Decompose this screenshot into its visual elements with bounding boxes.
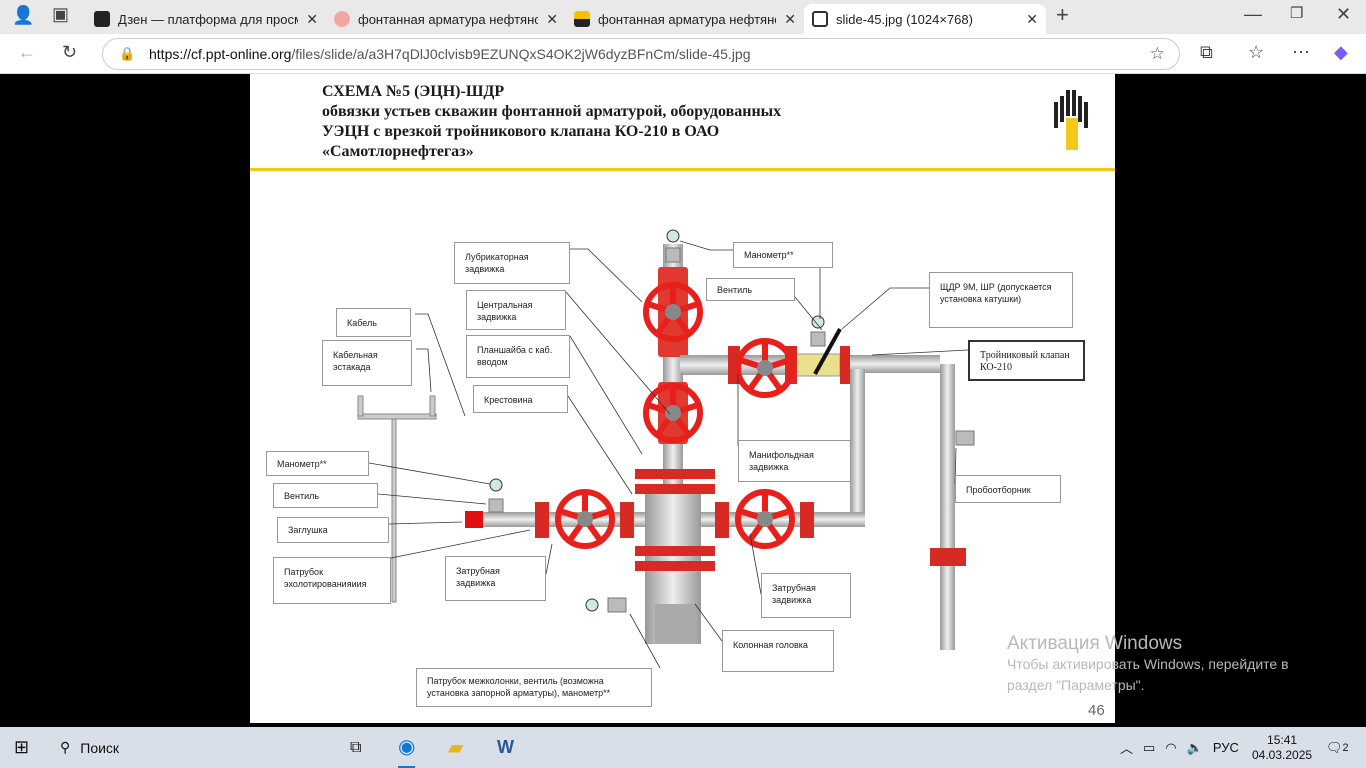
label-annular-valve-left: Затрубная задвижка	[445, 556, 546, 601]
close-icon[interactable]: ✕	[1026, 10, 1038, 27]
title-line: СХЕМА №5 (ЭЦН)-ШДР	[322, 83, 505, 100]
cable-rack	[357, 395, 437, 603]
gauge-icon	[585, 598, 599, 612]
slide-title: СХЕМА №5 (ЭЦН)-ШДР обвязки устьев скважи…	[322, 82, 781, 162]
url-path: /files/slide/a/a3H7qDlJ0clvisb9EZUNQxS4O…	[291, 46, 751, 62]
lower-flange	[930, 548, 966, 566]
tab-yandex[interactable]: фонтанная арматура нефтяной ✕	[326, 4, 566, 34]
notifications-button[interactable]: 🗨2	[1326, 739, 1349, 755]
tab-actions-icon[interactable]: ▣	[52, 4, 70, 24]
label-valve-left: Вентиль	[273, 483, 378, 508]
plug	[465, 511, 483, 528]
language-indicator[interactable]: РУС	[1212, 740, 1239, 755]
windows-activation-watermark: Активация Windows Чтобы активировать Win…	[1007, 633, 1289, 696]
back-button[interactable]: ←	[18, 42, 36, 62]
lock-icon: 🔒	[119, 46, 136, 61]
label-echo-pipe: Патрубок эхолотированияиия	[273, 557, 391, 604]
slide-page-number: 46	[1088, 702, 1105, 719]
watermark-title: Активация Windows	[1007, 633, 1183, 654]
tab-bar: 👤 ▣ Дзен — платформа для просмо ✕ фонтанн…	[0, 0, 1366, 34]
gauge-icon	[811, 315, 825, 329]
close-icon[interactable]: ✕	[306, 10, 318, 27]
label-central-valve: Центральная задвижка	[466, 290, 566, 330]
file-icon	[812, 11, 828, 27]
edge-icon[interactable]: ◉	[398, 727, 416, 768]
close-window-button[interactable]: ✕	[1336, 4, 1352, 24]
wifi-icon[interactable]: ◠	[1165, 739, 1177, 755]
search-label: Поиск	[80, 739, 120, 756]
label-planshaiba: Планшайба с каб. вводом	[466, 335, 570, 378]
tab-title: slide-45.jpg (1024×768)	[836, 11, 973, 27]
rosneft-logo	[1054, 90, 1088, 150]
favorite-star-icon[interactable]: ☆	[1149, 44, 1165, 63]
label-interstring: Патрубок межколонки, вентиль (возможна у…	[416, 668, 652, 707]
copilot-icon[interactable]: ◆	[1334, 42, 1348, 62]
url-host: https://cf.ppt-online.org	[149, 46, 292, 62]
task-view-icon[interactable]: ⧉	[350, 738, 362, 756]
title-line: обвязки устьев скважин фонтанной арматур…	[322, 103, 782, 120]
label-cable-rack: Кабельная эстакада	[322, 340, 412, 386]
watermark-line: Чтобы активировать Windows, перейдите в	[1007, 656, 1289, 672]
url-input[interactable]: 🔒 https://cf.ppt-online.org/files/slide/…	[102, 38, 1180, 70]
title-line: УЭЦН с врезкой тройникового клапана КО-2…	[322, 123, 720, 140]
volume-icon[interactable]: 🔈	[1186, 739, 1203, 755]
tab-title: Дзен — платформа для просмо	[118, 11, 299, 27]
title-line: «Самотлорнефтегаз»	[322, 143, 474, 160]
label-sampler: Пробоотборник	[955, 475, 1061, 503]
address-bar-row: ← ↻ 🔒 https://cf.ppt-online.org/files/sl…	[0, 34, 1366, 74]
tab-dzen[interactable]: Дзен — платформа для просмо ✕	[86, 4, 326, 34]
refresh-button[interactable]: ↻	[62, 42, 78, 62]
search-box[interactable]: ⚲ Поиск	[48, 727, 248, 768]
clock-date: 04.03.2025	[1252, 747, 1313, 762]
tab-title: фонтанная арматура нефтяной	[598, 11, 777, 27]
label-lubricator-valve: Лубрикаторная задвижка	[454, 242, 570, 284]
profile-icon[interactable]: 👤	[12, 5, 35, 25]
battery-icon[interactable]: ▭	[1143, 739, 1156, 755]
clock-time: 15:41	[1267, 732, 1298, 747]
file-explorer-icon[interactable]: ▰	[448, 737, 464, 759]
label-plug: Заглушка	[277, 517, 389, 543]
label-gauge-left: Манометр**	[266, 451, 369, 476]
label-gauge-top: Манометр**	[733, 242, 833, 268]
close-icon[interactable]: ✕	[784, 10, 796, 27]
watermark-line: раздел "Параметры".	[1007, 677, 1145, 693]
favorites-icon[interactable]: ☆	[1248, 42, 1265, 62]
windows-start-icon[interactable]: ⊞	[14, 737, 30, 757]
extensions-icon[interactable]: ⧉	[1200, 42, 1213, 62]
tab-image[interactable]: фонтанная арматура нефтяной ✕	[566, 4, 804, 34]
notification-count: 2	[1342, 741, 1349, 754]
label-cable: Кабель	[336, 308, 411, 337]
close-icon[interactable]: ✕	[546, 10, 558, 27]
yandex-icon	[334, 11, 350, 27]
label-manifold-valve: Манифольдная задвижка	[738, 440, 851, 482]
restore-button[interactable]: ❐	[1290, 5, 1304, 22]
image-icon	[574, 11, 590, 27]
search-icon: ⚲	[60, 739, 71, 755]
gauge-icon	[489, 478, 503, 492]
dzen-icon	[94, 11, 110, 27]
label-valve-top: Вентиль	[706, 278, 795, 301]
menu-icon[interactable]: ⋯	[1292, 42, 1310, 62]
tab-slide[interactable]: slide-45.jpg (1024×768) ✕	[804, 4, 1046, 34]
word-icon[interactable]: W	[497, 737, 514, 757]
label-krestovina: Крестовина	[473, 385, 568, 413]
tab-title: фонтанная арматура нефтяной	[358, 11, 539, 27]
gauge-icon	[666, 229, 680, 243]
chevron-up-icon[interactable]: ︿	[1120, 741, 1134, 756]
label-tee-valve: Тройниковый клапан КО-210	[968, 340, 1085, 381]
system-tray: ︿ ▭ ◠ 🔈 РУС	[1120, 727, 1239, 768]
wellhead-diagram	[357, 229, 975, 669]
minimize-button[interactable]: —	[1244, 4, 1262, 24]
label-annular-valve-right: Затрубная задвижка	[761, 573, 851, 618]
new-tab-button[interactable]: +	[1056, 2, 1069, 27]
slide-image: СХЕМА №5 (ЭЦН)-ШДР обвязки устьев скважи…	[250, 74, 1115, 723]
label-column-head: Колонная головка	[722, 630, 834, 672]
title-divider	[250, 168, 1115, 171]
label-shdr: ЩДР 9М, ШР (допускается установка катушк…	[929, 272, 1073, 328]
